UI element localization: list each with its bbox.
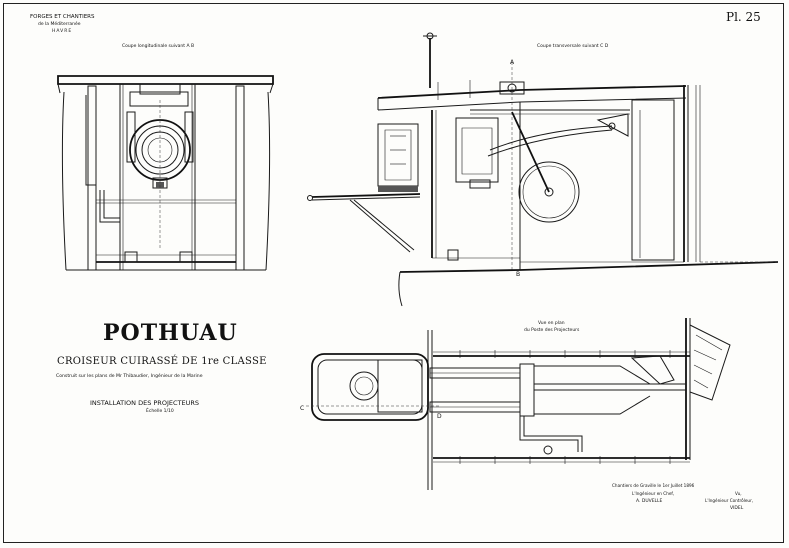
ship-name: POTHUAU (103, 320, 238, 346)
marker-b: B (516, 271, 521, 278)
plan-view-title: Vue en plan (538, 321, 565, 326)
marker-d: D (437, 413, 442, 420)
plate-number: Pl. 25 (726, 10, 761, 24)
transverse-view-title: Coupe transversale suivant C D (537, 44, 609, 49)
header-line3: HAVRE (52, 29, 73, 34)
plan-view (306, 318, 730, 490)
longitudinal-section (58, 76, 273, 270)
credit-line: Construit sur les plans de Mr Thibaudier… (56, 374, 203, 379)
signature-left-line1: Chantiers de Graville le 1er Juillet 189… (612, 483, 695, 488)
signature-left-line2: L'Ingénieur en Chef, (632, 491, 675, 496)
plan-view-subtitle: du Poste des Projecteurs (524, 328, 580, 333)
signature-right-line3: VIDEL (730, 506, 744, 511)
signature-right-line1: Vu, (735, 491, 742, 496)
header-line1: FORGES ET CHANTIERS (30, 14, 95, 20)
installation-title: INSTALLATION DES PROJECTEURS (90, 399, 199, 407)
transverse-section (308, 33, 779, 306)
header-line2: de la Méditerranée (38, 22, 81, 27)
rivet-ticks (460, 350, 670, 464)
longitudinal-view-title: Coupe longitudinale suivant A B (122, 44, 195, 49)
marker-c: C (300, 405, 305, 412)
signature-left-line3: A. DUVELLE (636, 499, 663, 504)
ship-subtitle: CROISEUR CUIRASSÉ DE 1re CLASSE (57, 356, 267, 367)
sheet-border (3, 3, 784, 543)
scale-label: Échelle 1/10 (146, 409, 174, 414)
signature-right-line2: L'Ingénieur Contrôleur, (705, 498, 754, 503)
